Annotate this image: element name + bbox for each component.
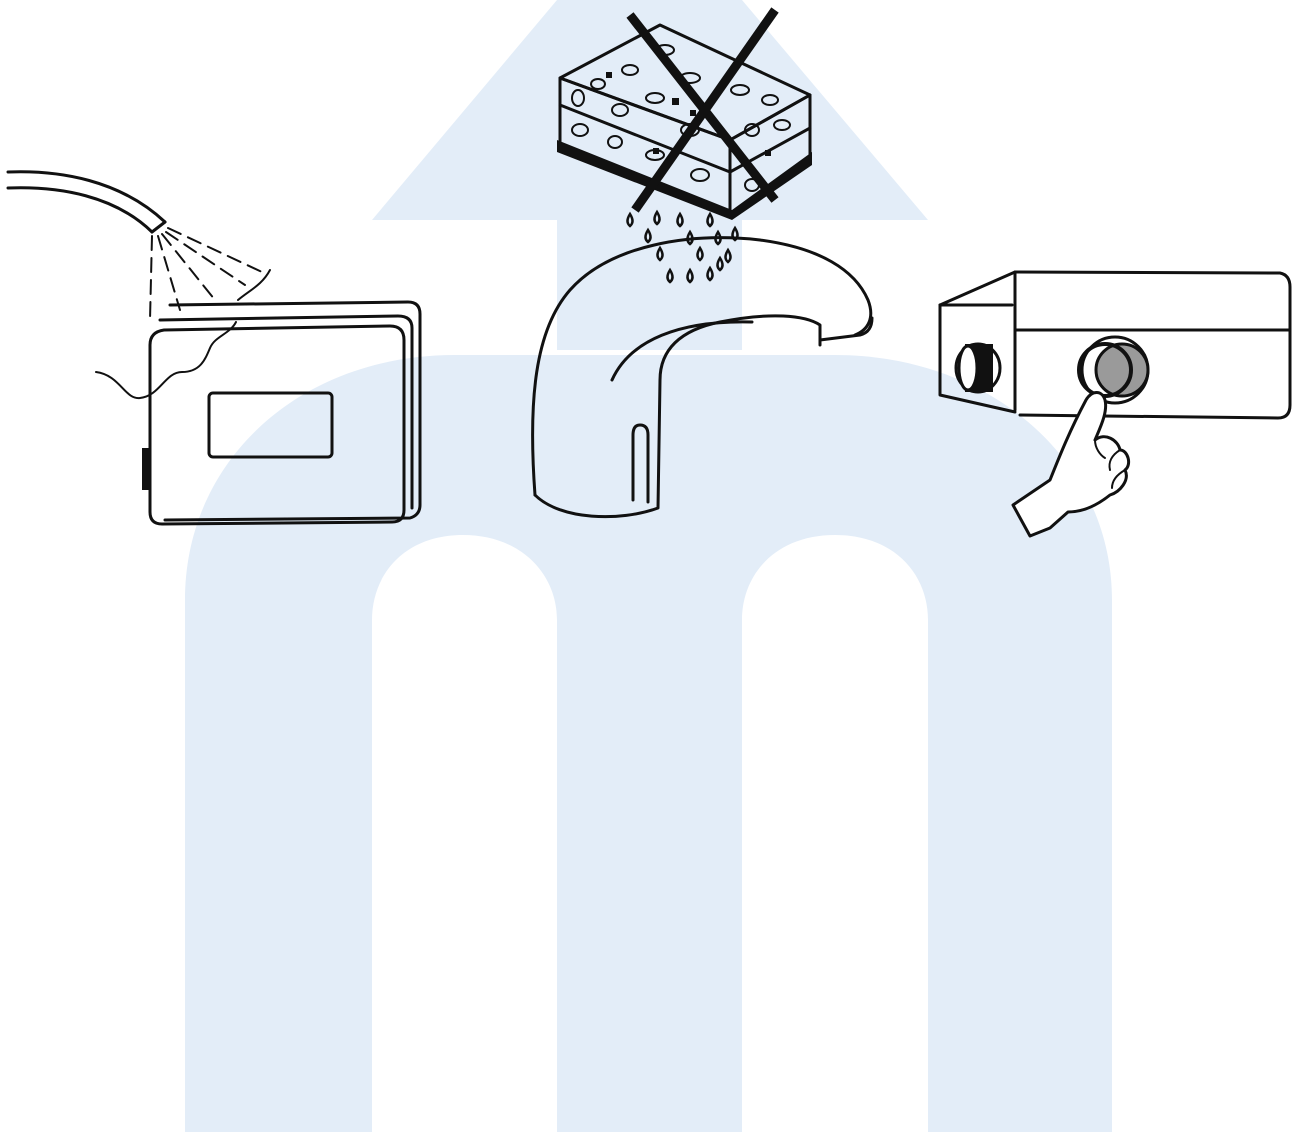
watermark-logo bbox=[185, 0, 1112, 1132]
control-box-side-button bbox=[142, 448, 150, 490]
side-knob bbox=[956, 344, 1000, 392]
hose bbox=[8, 172, 165, 232]
control-unit bbox=[940, 272, 1290, 418]
push-button bbox=[1079, 337, 1148, 403]
water-spray bbox=[150, 228, 270, 320]
watermark-arrow bbox=[372, 0, 928, 350]
